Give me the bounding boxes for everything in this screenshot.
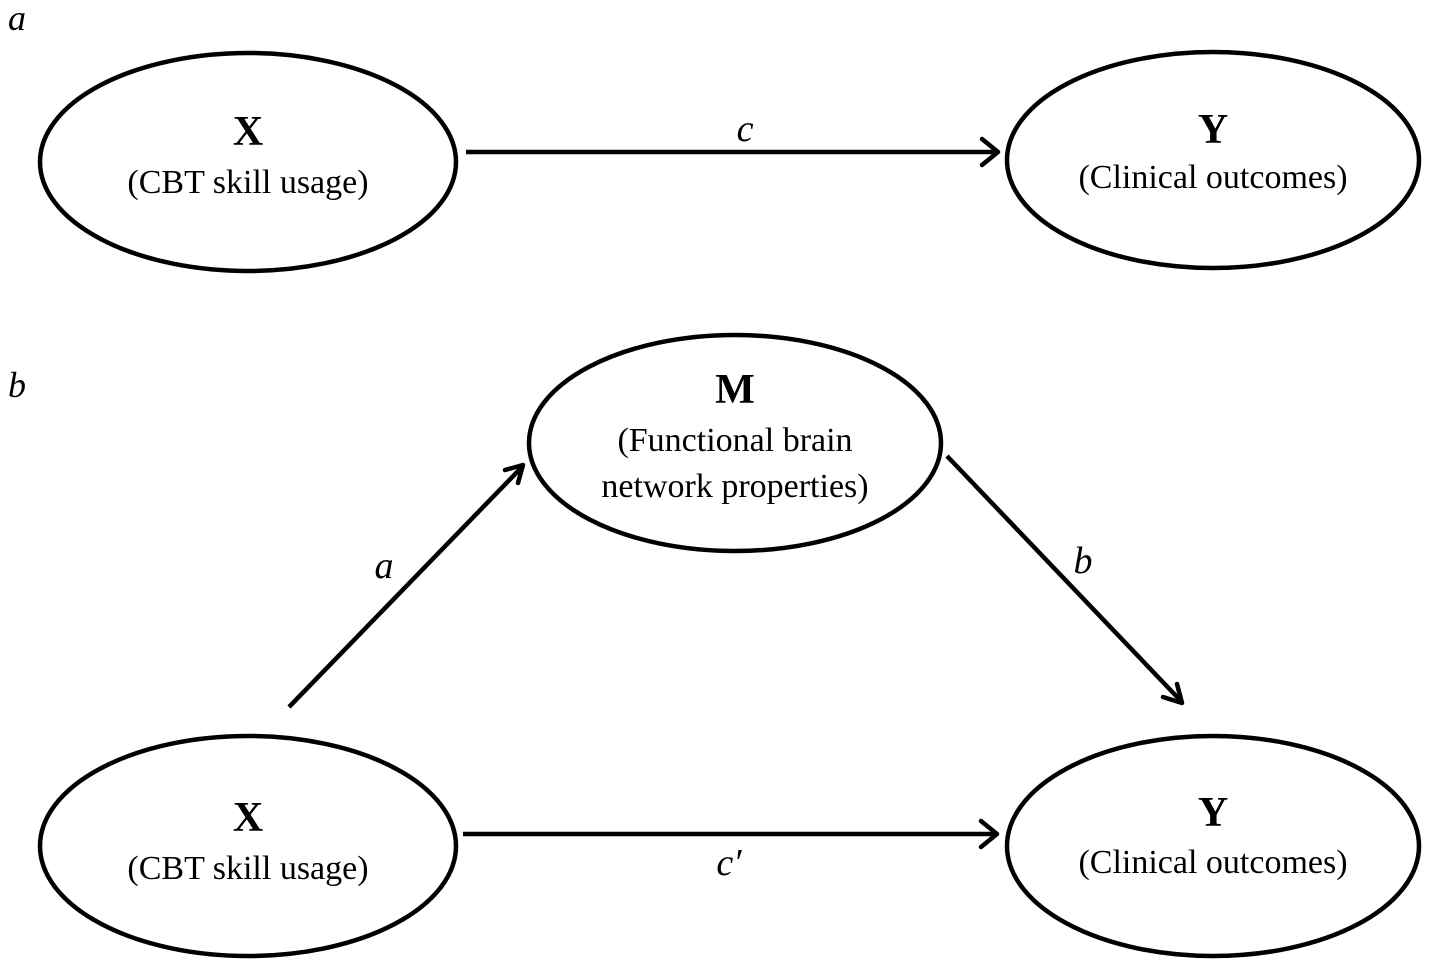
panel-b-node-x-ellipse xyxy=(37,733,459,959)
panel-b-node-m-letter: M xyxy=(715,367,755,413)
panel-b-edge-a-line xyxy=(287,465,524,709)
panel-b: b M (Functional brain network properties… xyxy=(8,332,1422,959)
panel-b-node-m-desc-line1: (Functional brain xyxy=(617,422,852,459)
panel-b-node-m-ellipse xyxy=(526,332,944,554)
panel-b-node-x-letter: X xyxy=(233,795,263,841)
panel-b-edge-c-prime: c′ xyxy=(463,818,1000,884)
panel-a-node-x-ellipse xyxy=(37,50,459,274)
panel-b-edge-b: b xyxy=(945,454,1185,706)
panel-b-edge-a-label: a xyxy=(375,545,394,587)
panel-b-edge-a-arrowhead xyxy=(502,462,526,486)
panel-b-node-y: Y (Clinical outcomes) xyxy=(1004,733,1422,959)
panel-label-b: b xyxy=(8,365,26,405)
panel-b-edge-a: a xyxy=(287,462,526,709)
panel-b-node-y-letter: Y xyxy=(1198,790,1228,836)
panel-b-node-y-desc: (Clinical outcomes) xyxy=(1078,844,1347,881)
panel-b-edge-b-arrowhead xyxy=(1160,681,1185,706)
panel-b-node-x: X (CBT skill usage) xyxy=(37,733,459,959)
panel-b-edge-b-label: b xyxy=(1074,540,1093,582)
panel-a-node-x-desc: (CBT skill usage) xyxy=(127,164,368,201)
panel-b-node-y-ellipse xyxy=(1004,733,1422,959)
panel-b-edge-c-prime-label: c′ xyxy=(716,842,742,884)
panel-label-a: a xyxy=(8,0,26,38)
panel-a-edge-c: c xyxy=(466,108,1001,168)
panel-a-edge-c-arrowhead xyxy=(979,136,1001,168)
panel-b-node-x-desc: (CBT skill usage) xyxy=(127,850,368,887)
panel-a: a X (CBT skill usage) Y (Clinical outcom… xyxy=(8,0,1422,274)
panel-b-edge-c-prime-arrowhead xyxy=(978,818,1000,850)
panel-a-node-y: Y (Clinical outcomes) xyxy=(1004,49,1422,271)
panel-a-node-y-letter: Y xyxy=(1198,107,1228,153)
panel-a-node-y-ellipse xyxy=(1004,49,1422,271)
panel-b-edge-b-line xyxy=(945,454,1182,702)
panel-a-node-x-letter: X xyxy=(233,109,263,155)
panel-b-node-m-desc-line2: network properties) xyxy=(601,468,868,505)
panel-b-node-m: M (Functional brain network properties) xyxy=(526,332,944,554)
panel-a-edge-c-label: c xyxy=(737,108,754,150)
panel-a-node-x: X (CBT skill usage) xyxy=(37,50,459,274)
panel-a-node-y-desc: (Clinical outcomes) xyxy=(1078,159,1347,196)
